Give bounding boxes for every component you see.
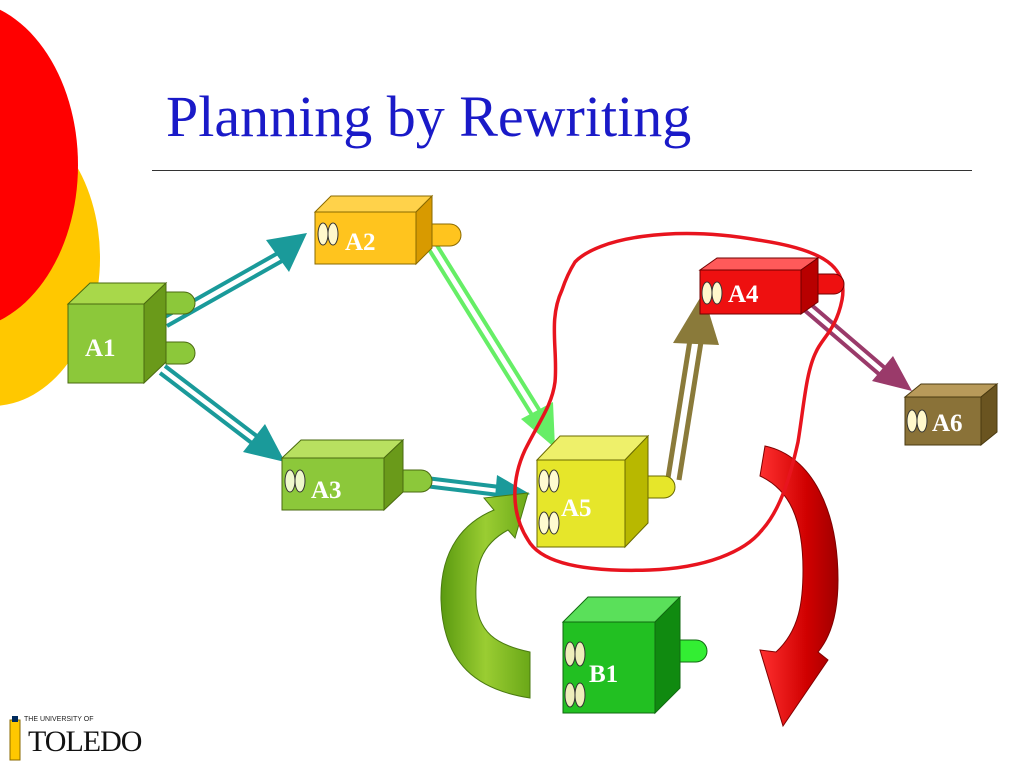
logo-line1: THE UNIVERSITY OF: [24, 716, 94, 723]
arrow-a5-a4: [665, 293, 719, 481]
decor-red-circle: [0, 9, 78, 321]
arrow-a4-a6: [801, 300, 912, 391]
logo-mark-icon: [9, 719, 21, 761]
node-a2-label: A2: [345, 229, 376, 256]
node-a5[interactable]: A5: [535, 434, 676, 549]
node-a6[interactable]: A6: [903, 382, 999, 447]
node-a4-label: A4: [728, 281, 759, 308]
curved-arrow-green: [440, 492, 531, 699]
node-b1-label: B1: [589, 661, 618, 688]
arrow-a2-a5: [423, 237, 555, 448]
curved-arrow-red: [759, 445, 839, 728]
title-rule: [152, 170, 972, 171]
node-a1-label: A1: [85, 335, 116, 362]
node-a4[interactable]: A4: [698, 257, 845, 315]
node-a1[interactable]: A1: [66, 281, 196, 385]
arrow-a1-a3: [158, 364, 285, 462]
logo-line2: TOLEDO: [28, 725, 142, 758]
node-a3-label: A3: [311, 477, 342, 504]
node-a2[interactable]: A2: [313, 194, 462, 266]
slide-title: Planning by Rewriting: [166, 84, 692, 149]
node-b1[interactable]: B1: [561, 595, 708, 715]
node-a5-label: A5: [561, 495, 592, 522]
rewrite-region-outline: [513, 231, 845, 573]
university-logo: [9, 716, 21, 761]
node-a3[interactable]: A3: [280, 438, 433, 512]
node-a6-label: A6: [932, 410, 963, 437]
